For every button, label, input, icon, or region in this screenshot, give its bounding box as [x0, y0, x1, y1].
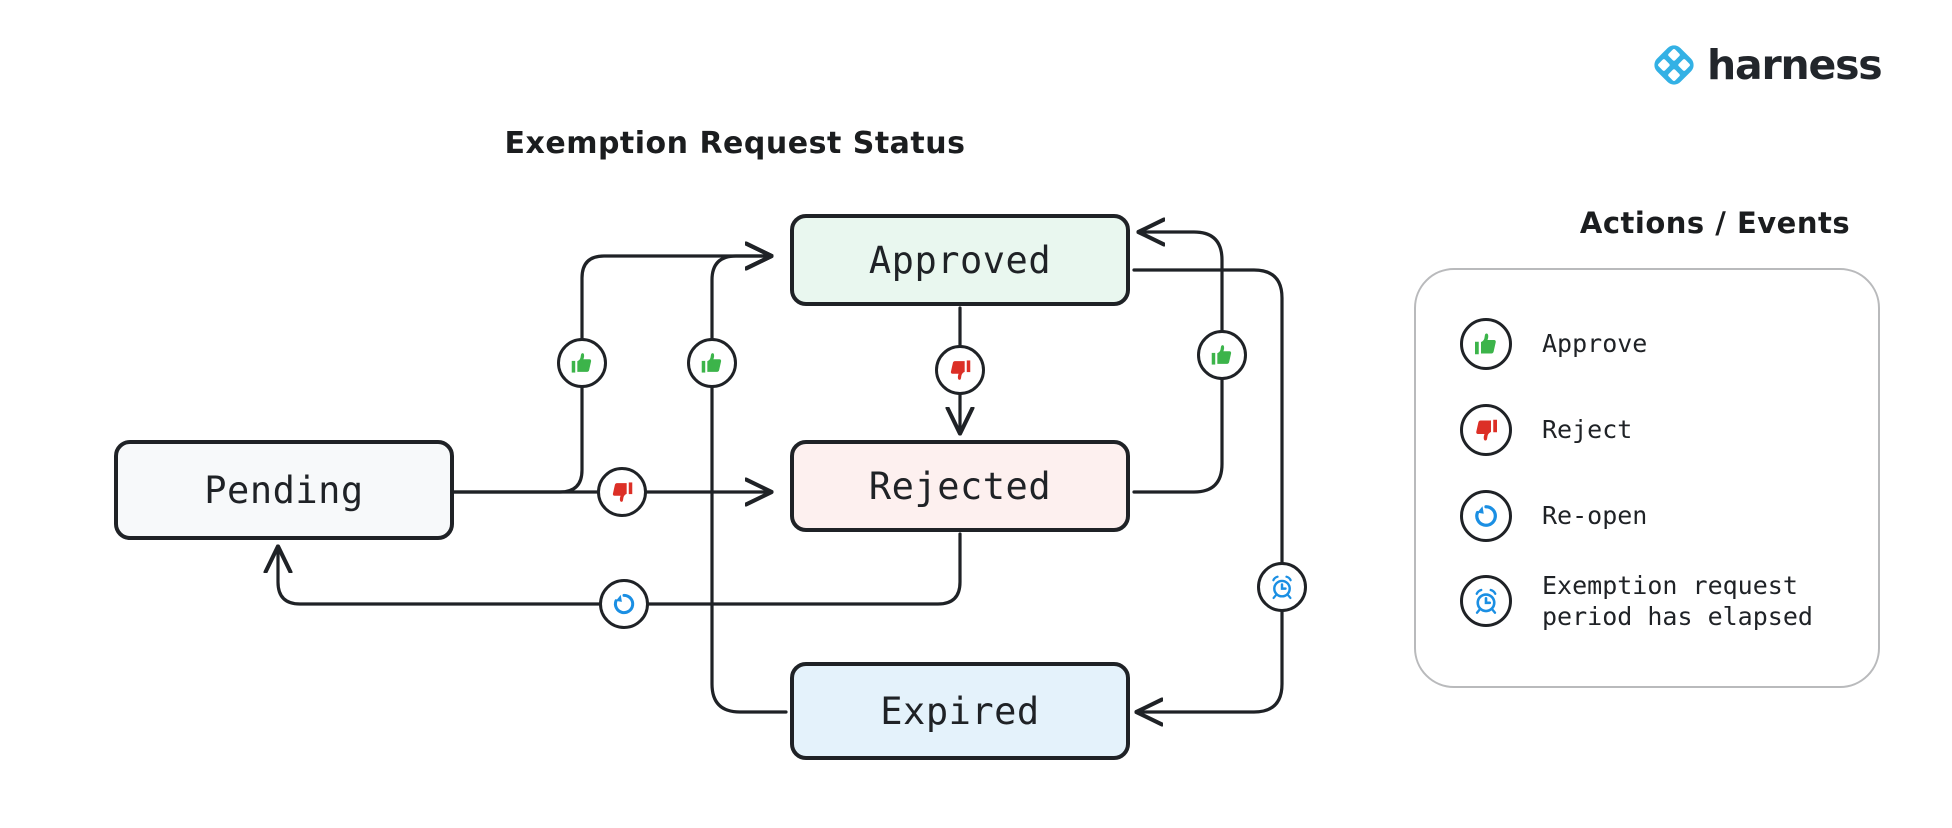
thumbs-up-icon: [701, 353, 722, 373]
reopen-icon: [1475, 505, 1497, 527]
harness-diamond-logo-icon: [1654, 45, 1694, 85]
legend-title: Actions / Events: [1579, 206, 1851, 240]
thumbs-up-icon: [571, 353, 592, 373]
thumbs-up-icon: [1211, 345, 1232, 365]
alarm-clock-icon: [1475, 589, 1497, 615]
edge-badge-approved-expired[interactable]: [1257, 562, 1307, 612]
harness-wordmark: harness: [1707, 40, 1883, 89]
state-node-rejected[interactable]: Rejected: [790, 440, 1130, 532]
legend-item-reopen: Re-open: [1460, 490, 1647, 542]
edge-badge-rejected-reopen[interactable]: [599, 579, 649, 629]
legend-badge-elapsed: [1460, 575, 1512, 628]
legend-label-elapsed: Exemption request period has elapsed: [1542, 571, 1813, 632]
legend-item-elapsed: Exemption request period has elapsed: [1460, 570, 1813, 633]
thumbs-down-icon: [612, 482, 633, 502]
state-node-approved[interactable]: Approved: [790, 214, 1130, 306]
state-node-expired[interactable]: Expired: [790, 662, 1130, 760]
legend-badge-approve: [1460, 318, 1512, 370]
legend-item-reject: Reject: [1460, 404, 1632, 456]
edge-badge-pending-approve[interactable]: [557, 338, 607, 388]
legend-label-reopen: Re-open: [1542, 501, 1648, 531]
alarm-clock-icon: [1272, 575, 1292, 600]
edge-badge-pending-reject[interactable]: [597, 467, 647, 517]
thumbs-down-icon: [950, 360, 971, 380]
edge-expired-to-approved: [710, 256, 788, 714]
harness-logo: harness: [1651, 40, 1883, 89]
reopen-icon: [613, 593, 635, 615]
legend-panel: Approve Reject Re-open: [1414, 268, 1880, 688]
legend-badge-reopen: [1460, 490, 1512, 542]
edge-badge-approved-reject[interactable]: [935, 345, 985, 395]
legend-item-approve: Approve: [1460, 318, 1647, 370]
edge-approved-to-expired: [1132, 268, 1284, 712]
thumbs-up-icon: [1475, 333, 1496, 355]
state-node-pending[interactable]: Pending: [114, 440, 454, 540]
legend-label-reject: Reject: [1542, 415, 1633, 445]
diagram-title: Exemption Request Status: [504, 126, 966, 161]
edge-badge-rejected-approve[interactable]: [1197, 330, 1247, 380]
legend-label-approve: Approve: [1542, 329, 1648, 359]
edge-badge-expired-approve[interactable]: [687, 338, 737, 388]
thumbs-down-icon: [1476, 419, 1497, 441]
legend-badge-reject: [1460, 404, 1512, 456]
